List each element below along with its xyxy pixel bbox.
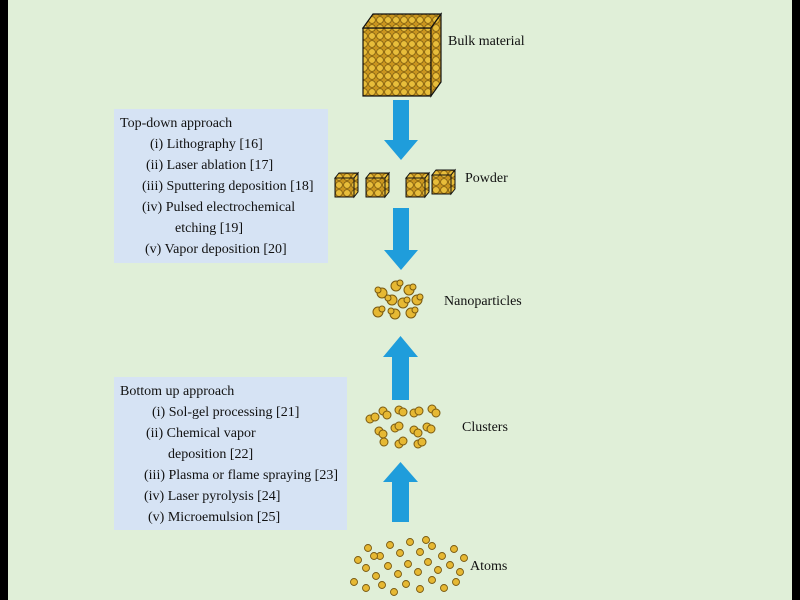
nanoparticles-icon (372, 279, 424, 320)
powder-cubes-icon (333, 168, 457, 199)
label-clusters: Clusters (462, 420, 508, 435)
top-down-item-4: (iv) Pulsed electrochemical (142, 200, 296, 215)
label-powder: Powder (465, 171, 508, 186)
diagram-graphics (333, 12, 468, 596)
bottom-up-item-4: (iv) Laser pyrolysis [24] (144, 489, 281, 504)
top-down-title: Top-down approach (120, 116, 233, 131)
arrow-up-2 (383, 462, 418, 522)
arrow-down-1 (384, 100, 418, 160)
bottom-up-title: Bottom up approach (120, 384, 235, 399)
top-down-item-4-cont: etching [19] (175, 221, 244, 236)
bulk-cube-icon (361, 12, 443, 98)
clusters-icon (365, 404, 441, 449)
bottom-up-box: Bottom up approach (i) Sol-gel processin… (114, 377, 347, 530)
bottom-up-item-3: (iii) Plasma or flame spraying [23] (144, 468, 339, 483)
diagram-canvas: Top-down approach (i) Lithography [16] (… (8, 0, 792, 600)
bottom-up-item-2-cont: deposition [22] (168, 447, 254, 462)
top-down-item-1: (i) Lithography [16] (150, 137, 263, 152)
label-bulk-material: Bulk material (448, 34, 525, 49)
atoms-icon (350, 536, 468, 596)
top-down-box: Top-down approach (i) Lithography [16] (… (114, 109, 328, 263)
bottom-up-item-1: (i) Sol-gel processing [21] (152, 405, 300, 420)
label-nanoparticles: Nanoparticles (444, 294, 522, 309)
bottom-up-item-2: (ii) Chemical vapor (146, 426, 256, 441)
top-down-item-5: (v) Vapor deposition [20] (145, 242, 287, 257)
arrow-up-1 (383, 336, 418, 400)
arrow-down-2 (384, 208, 418, 270)
bottom-up-item-5: (v) Microemulsion [25] (148, 510, 281, 525)
label-atoms: Atoms (470, 559, 508, 574)
top-down-item-3: (iii) Sputtering deposition [18] (142, 179, 314, 194)
top-down-item-2: (ii) Laser ablation [17] (146, 158, 274, 173)
